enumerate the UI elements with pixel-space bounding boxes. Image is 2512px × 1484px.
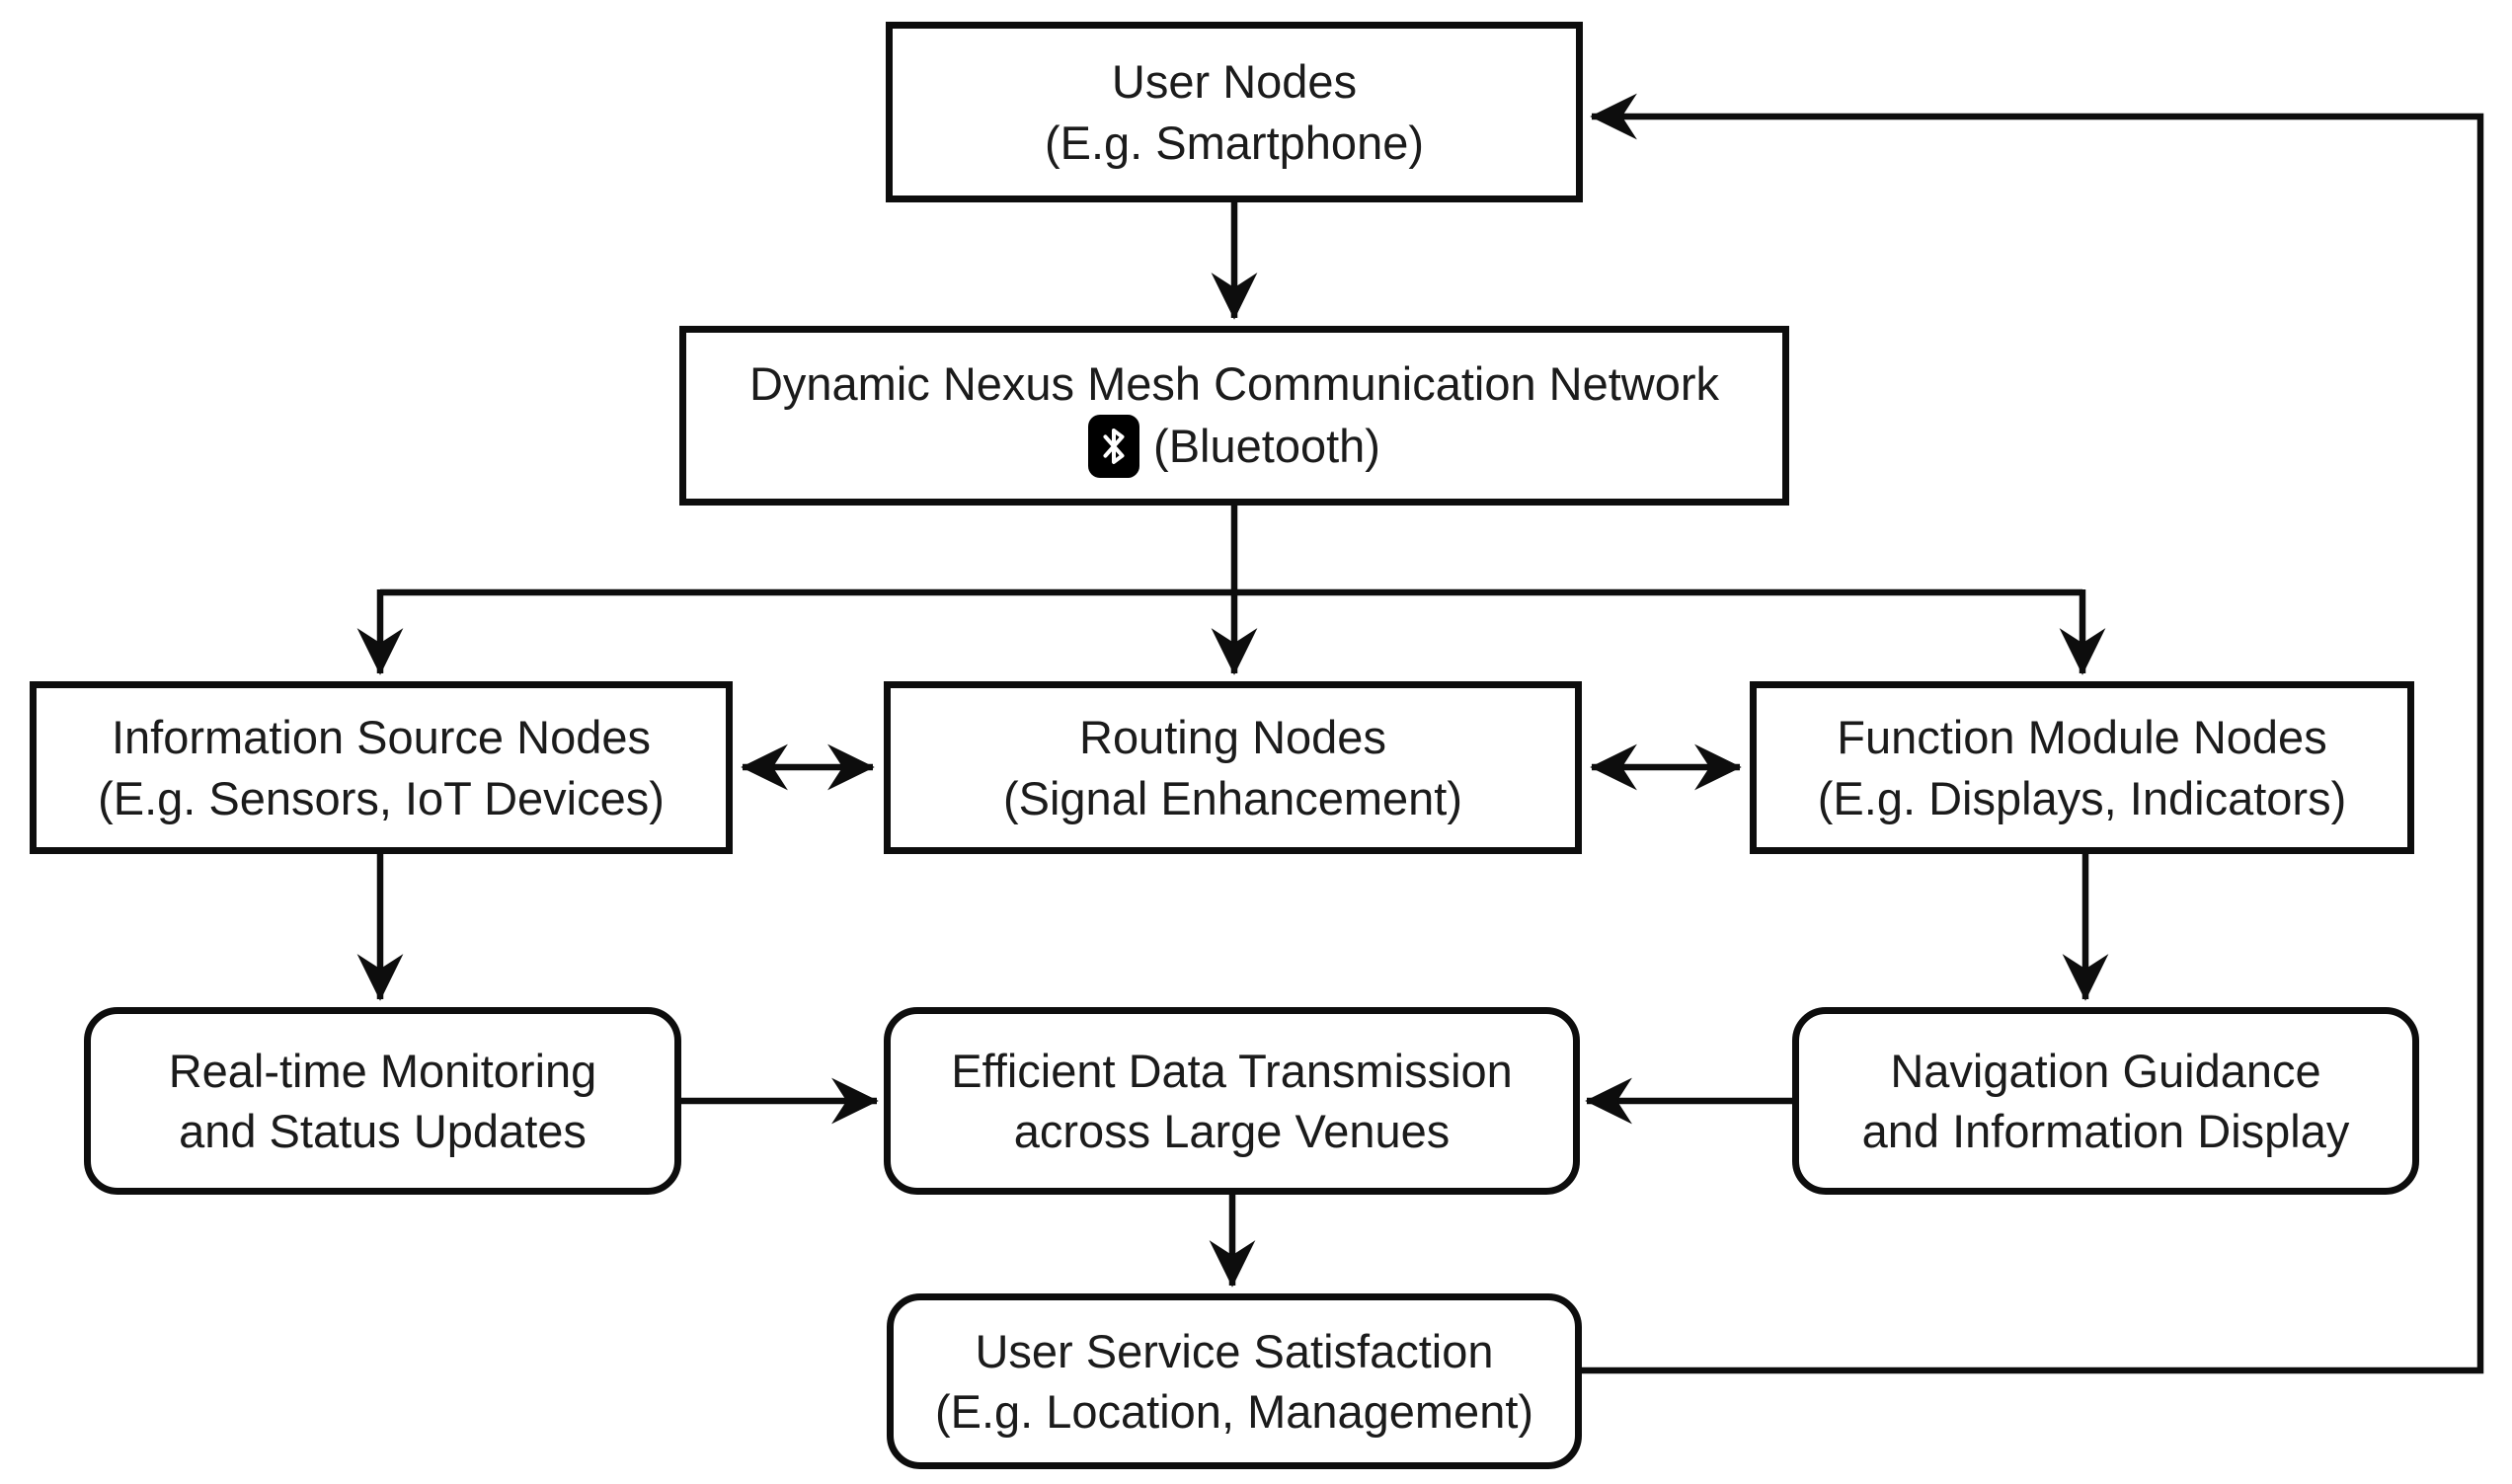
node-realtime-monitoring-line2: and Status Updates: [179, 1105, 587, 1157]
feedback-arrow-user-service-to-user-nodes: [1580, 93, 2484, 1374]
node-navigation-guidance-line2: and Information Display: [1861, 1105, 2350, 1157]
node-information-source-line1: Information Source Nodes: [111, 711, 651, 764]
node-information-source-line2: (E.g. Sensors, IoT Devices): [98, 771, 665, 824]
node-routing-line1: Routing Nodes: [1079, 711, 1386, 764]
node-mesh-network: Dynamic Nexus Mesh Communication Network…: [679, 326, 1789, 506]
node-user-service-satisfaction-line2: (E.g. Location, Management): [934, 1385, 1534, 1438]
node-function-module-line2: (E.g. Displays, Indicators): [1817, 771, 2347, 824]
node-mesh-network-line1: Dynamic Nexus Mesh Communication Network: [748, 357, 1720, 411]
node-user-nodes: User Nodes (E.g. Smartphone): [886, 22, 1583, 202]
node-user-nodes-line2: (E.g. Smartphone): [1044, 116, 1424, 169]
node-information-source: Information Source Nodes (E.g. Sensors, …: [30, 681, 733, 854]
node-user-service-satisfaction: User Service Satisfaction (E.g. Location…: [887, 1293, 1582, 1469]
bluetooth-icon: [1088, 414, 1140, 478]
node-function-module-line1: Function Module Nodes: [1837, 711, 2327, 764]
node-routing: Routing Nodes (Signal Enhancement): [884, 681, 1582, 854]
node-function-module: Function Module Nodes (E.g. Displays, In…: [1750, 681, 2414, 854]
node-efficient-transmission-line1: Efficient Data Transmission: [951, 1044, 1513, 1097]
node-mesh-network-line2-text: (Bluetooth): [1153, 420, 1380, 472]
node-routing-line2: (Signal Enhancement): [1002, 771, 1463, 824]
node-realtime-monitoring-line1: Real-time Monitoring: [168, 1044, 597, 1097]
node-user-nodes-line1: User Nodes: [1111, 55, 1358, 109]
node-realtime-monitoring: Real-time Monitoring and Status Updates: [84, 1007, 681, 1195]
node-navigation-guidance: Navigation Guidance and Information Disp…: [1792, 1007, 2419, 1195]
node-efficient-transmission-line2: across Large Venues: [1013, 1105, 1451, 1157]
node-efficient-transmission: Efficient Data Transmission across Large…: [884, 1007, 1580, 1195]
node-user-service-satisfaction-line1: User Service Satisfaction: [975, 1324, 1494, 1377]
node-mesh-network-line2: (Bluetooth): [1088, 414, 1380, 478]
node-navigation-guidance-line1: Navigation Guidance: [1890, 1044, 2321, 1097]
